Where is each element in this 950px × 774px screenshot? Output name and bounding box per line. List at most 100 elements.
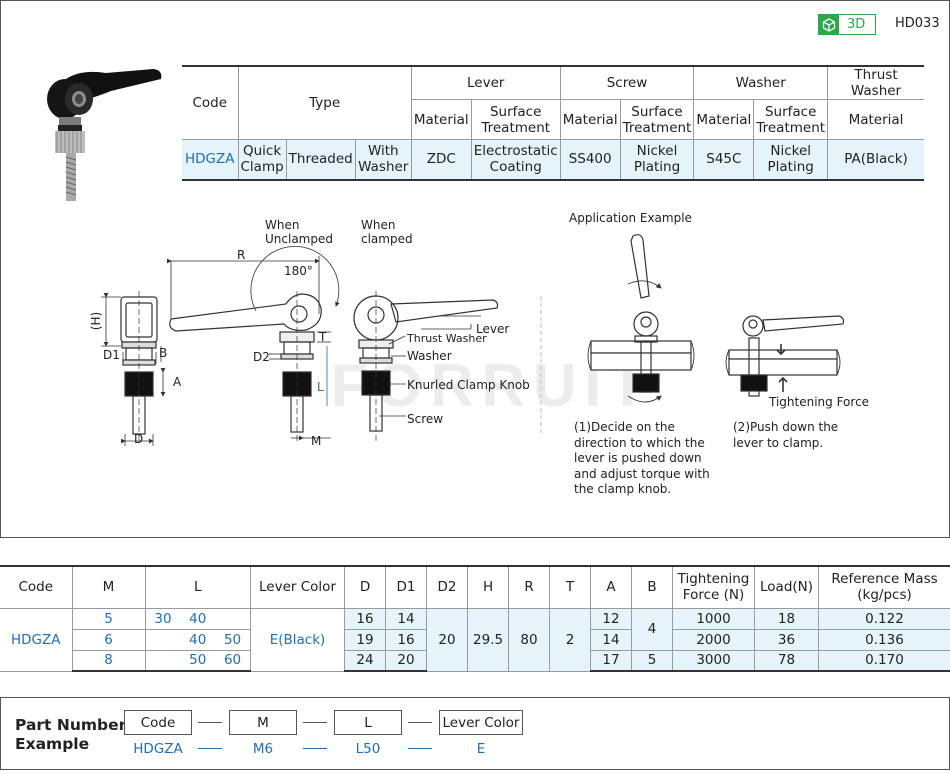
product-code: HD033 [895,16,940,31]
when-unclamped-label: When Unclamped [265,218,333,246]
dim-header-d2: D2 [426,565,469,609]
l-cell: 60 [215,649,252,672]
pn-lever-color-value: E [476,741,486,757]
load-cell: 36 [754,628,820,651]
pn-lever-color-box: Lever Color [439,710,523,735]
when-clamped-label: When clamped [361,218,413,246]
type-quick-clamp: Quick Clamp [237,139,287,181]
l-cell: 50 [180,649,216,672]
load-cell: 18 [754,607,820,630]
pn-connector [303,722,327,723]
unclamped-view [169,246,340,441]
pn-l-value: L50 [355,741,381,757]
a-cell: 14 [590,628,633,651]
m-cell: 6 [72,628,146,651]
part-number-title: Part Number Example [15,716,126,754]
dim-t: T [319,330,327,344]
clamped-view [353,291,499,441]
dim-header-lever-color: Lever Color [250,565,346,609]
dimension-table: Code M L Lever Color D D1 D2 H R T A B T… [0,565,950,672]
pn-m-value: M6 [252,741,274,757]
type-with-washer: With Washer [354,139,412,181]
lever-color-cell: E(Black) [250,607,346,672]
part-number-title-line2: Example [15,735,90,753]
d1-cell: 16 [385,628,428,651]
pn-connector [408,722,432,723]
application-example-1 [587,234,695,403]
part-number-example: Part Number Example Code M L Lever Color… [0,697,950,770]
3d-label: 3D [847,17,866,32]
part-number-title-line1: Part Number [15,716,127,734]
dim-r: R [237,248,246,262]
l-cell [144,628,181,651]
dim-m: M [311,434,322,448]
l-cell [215,607,252,630]
pn-value-connector [303,748,327,749]
force-cell: 3000 [672,649,756,672]
r-cell: 80 [508,607,551,672]
dim-d: D [134,432,144,446]
force-cell: 2000 [672,628,756,651]
dim-header-load: Load(N) [754,565,820,609]
screw-part-label: Screw [407,412,444,426]
col-code: Code [182,65,239,140]
col-type: Type [237,65,412,140]
mass-cell: 0.136 [818,628,950,651]
pn-code-box: Code [124,710,192,735]
dim-header-d1: D1 [385,565,428,609]
tightening-force-label: Tightening Force [769,395,870,409]
dim-b: B [159,346,168,360]
table-row: 8 50 60 24 20 17 5 3000 78 0.170 [0,649,950,672]
load-cell: 78 [754,649,820,672]
pn-value-connector [408,748,432,749]
application-note-2: (2)Push down the lever to clamp. [733,420,839,450]
l-cell: 50 [215,628,252,651]
material-spec-table: Code Type Lever Screw Washer Thrust Wash… [182,65,924,181]
product-photo [47,69,162,201]
technical-drawing: FORRUIT [1,196,950,526]
screw-material-header: Material [559,99,621,140]
group-screw: Screw [559,65,695,100]
drawing-lines: FORRUIT [101,234,845,446]
d1-cell: 14 [385,607,428,630]
cube-icon [819,15,839,34]
dim-header-mass: Reference Mass (kg/pcs) [818,565,950,609]
side-view [120,291,158,441]
group-thrust-washer: Thrust Washer [827,65,924,100]
d-cell: 24 [344,649,387,672]
screw-surface-header: Surface Treatment [619,99,695,140]
group-washer: Washer [693,65,829,100]
d2-cell: 20 [426,607,469,672]
dim-header-h: H [467,565,510,609]
dim-header-tightening-force: Tightening Force (N) [672,565,756,609]
t-cell: 2 [549,607,592,672]
product-spec-panel: 3D HD033 Code Type Lever Screw Washer Th… [0,0,950,538]
table-row: 6 40 50 19 16 14 2000 36 0.136 [0,628,950,651]
3d-model-button[interactable]: 3D [818,14,876,35]
lever-material-header: Material [411,99,472,140]
pn-connector [198,722,222,723]
washer-part-label: Washer [407,349,452,363]
spec-code-cell: HDGZA [182,139,239,181]
thrust-material-cell: PA(Black) [827,139,924,181]
pn-m-box: M [229,710,297,735]
type-threaded: Threaded [285,139,356,181]
thrust-material-header: Material [827,99,924,140]
m-cell: 5 [71,607,146,630]
group-lever: Lever [410,65,561,100]
dim-header-code: Code [0,565,73,609]
a-cell: 17 [590,649,633,672]
screw-surface-cell: Nickel Plating [619,139,695,181]
d-cell: 16 [344,607,387,630]
mass-cell: 0.170 [818,649,950,672]
lever-surface-cell: Electrostatic Coating [470,139,561,181]
dim-header-l: L [144,565,252,609]
l-cell [144,649,181,672]
dim-d2: D2 [253,350,270,364]
dim-header-t: T [549,565,592,609]
washer-surface-header: Surface Treatment [753,99,829,140]
dim-header-d: D [344,565,387,609]
l-cell: 40 [180,607,216,630]
pn-value-connector [198,748,222,749]
pn-code-value: HDGZA [133,741,183,757]
